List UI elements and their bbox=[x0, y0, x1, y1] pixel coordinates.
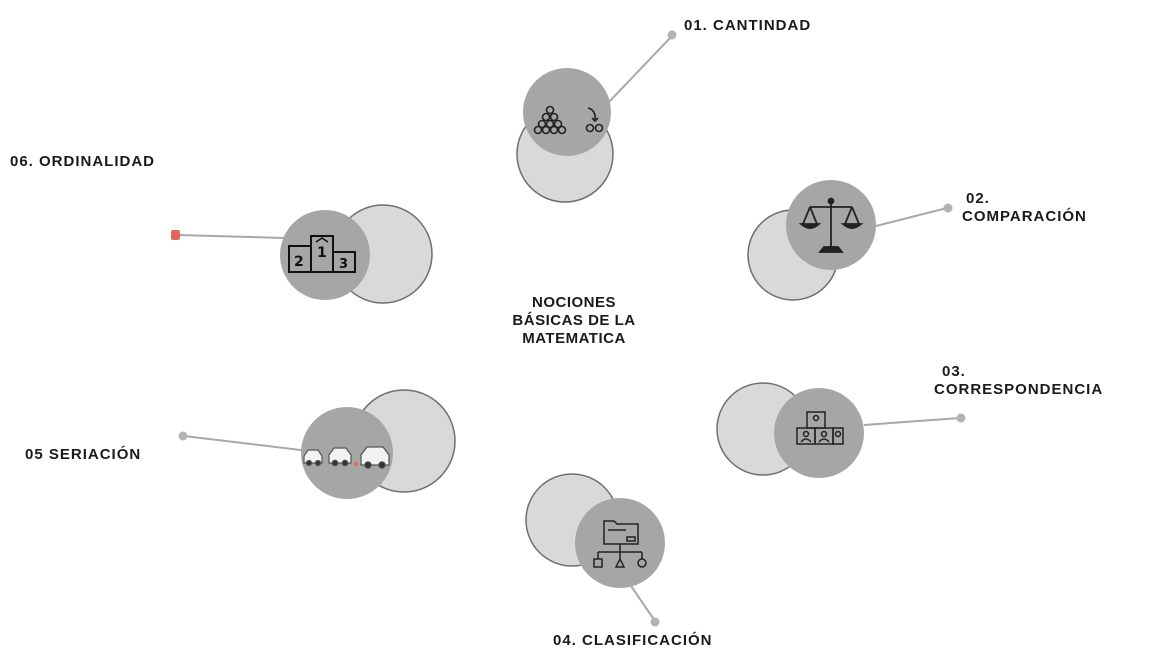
central-title-line1: NOCIONES bbox=[531, 294, 616, 311]
label-comparacion: 02. COMPARACIÓN bbox=[962, 190, 1087, 226]
connector-dot-cantidad bbox=[667, 30, 677, 40]
balance-scale-icon bbox=[798, 197, 864, 253]
node-comparacion bbox=[747, 180, 953, 301]
central-title-line2: BÁSICAS DE LA bbox=[512, 312, 636, 329]
connector-dot-seriacion bbox=[178, 431, 188, 441]
connector-dot-ordinalidad bbox=[171, 230, 180, 240]
label-clasificacion: 04. CLASIFICACIÓN bbox=[553, 632, 713, 649]
node-cantidad bbox=[516, 30, 677, 203]
label-cantidad: 01. CANTINDAD bbox=[684, 17, 812, 34]
connector-cantidad bbox=[606, 35, 673, 105]
label-correspondencia: 03. CORRESPONDENCIA bbox=[934, 363, 1103, 399]
podium-icon: 2 1 3 bbox=[288, 235, 356, 273]
label-comparacion-text: COMPARACIÓN bbox=[962, 208, 1087, 225]
puzzle-people-icon bbox=[796, 411, 844, 445]
connector-clasificacion bbox=[626, 579, 656, 622]
central-title: NOCIONES BÁSICAS DE LA MATEMATICA bbox=[474, 294, 674, 348]
dark-circle-correspondencia bbox=[774, 388, 864, 478]
dark-circle-ordinalidad bbox=[280, 210, 370, 300]
stacked-circles-icon bbox=[533, 105, 604, 135]
label-comparacion-number: 02. bbox=[966, 190, 990, 207]
connector-ordinalidad bbox=[177, 234, 285, 239]
label-ordinalidad: 06. ORDINALIDAD bbox=[10, 153, 156, 170]
dark-circle-cantidad bbox=[523, 68, 611, 156]
cars-row-icon bbox=[303, 446, 390, 469]
connector-seriacion bbox=[183, 435, 310, 452]
node-correspondencia bbox=[716, 382, 966, 478]
connector-dot-correspondencia bbox=[956, 413, 966, 423]
folder-tree-icon bbox=[593, 520, 647, 568]
connector-dot-comparacion bbox=[943, 203, 953, 213]
label-correspondencia-number: 03. bbox=[942, 363, 966, 380]
label-correspondencia-text: CORRESPONDENCIA bbox=[934, 381, 1104, 398]
svg-text:2: 2 bbox=[294, 254, 304, 270]
connector-comparacion bbox=[875, 207, 948, 227]
connector-dot-clasificacion bbox=[650, 617, 660, 627]
node-clasificacion bbox=[525, 473, 665, 627]
label-seriacion: 05 SERIACIÓN bbox=[25, 446, 142, 463]
svg-text:1: 1 bbox=[317, 245, 327, 261]
central-title-line3: MATEMATICA bbox=[522, 330, 626, 347]
node-ordinalidad: 2 1 3 bbox=[171, 204, 433, 304]
connector-correspondencia bbox=[863, 417, 961, 426]
svg-text:3: 3 bbox=[339, 257, 348, 272]
node-seriacion bbox=[178, 389, 456, 499]
dark-circle-clasificacion bbox=[575, 498, 665, 588]
